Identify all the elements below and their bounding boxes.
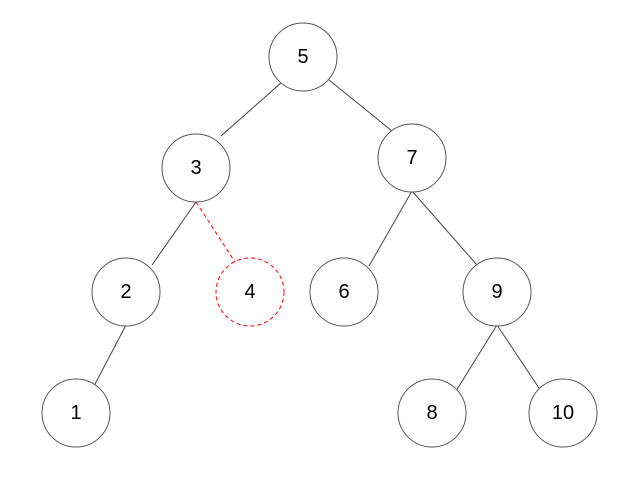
tree-node-3: 3 (161, 133, 231, 203)
tree-node-1: 1 (41, 378, 111, 448)
node-label: 3 (190, 157, 201, 179)
tree-node-10: 10 (528, 378, 598, 448)
edge-7-6 (368, 190, 413, 267)
edge-7-9 (411, 190, 478, 266)
edge-3-2 (151, 201, 197, 266)
tree-node-8: 8 (397, 378, 467, 448)
node-label: 5 (297, 46, 308, 68)
node-label: 9 (491, 281, 502, 303)
node-label: 4 (244, 281, 255, 303)
node-label: 6 (338, 281, 349, 303)
node-label: 2 (120, 281, 131, 303)
tree-node-9: 9 (462, 257, 532, 327)
edge-5-3 (220, 81, 283, 137)
edge-9-10 (496, 324, 542, 392)
node-label: 7 (406, 147, 417, 169)
node-label: 1 (70, 402, 81, 424)
edge-2-1 (93, 324, 127, 387)
tree-node-7: 7 (377, 123, 447, 193)
tree-node-6: 6 (309, 257, 379, 327)
node-label: 8 (426, 402, 437, 424)
edge-3-4 (195, 201, 236, 263)
tree-node-5: 5 (268, 22, 338, 92)
tree-node-2: 2 (91, 257, 161, 327)
edge-9-8 (455, 324, 498, 392)
node-label: 10 (552, 402, 574, 424)
tree-node-4: 4 (215, 257, 285, 327)
edge-5-7 (328, 79, 393, 132)
